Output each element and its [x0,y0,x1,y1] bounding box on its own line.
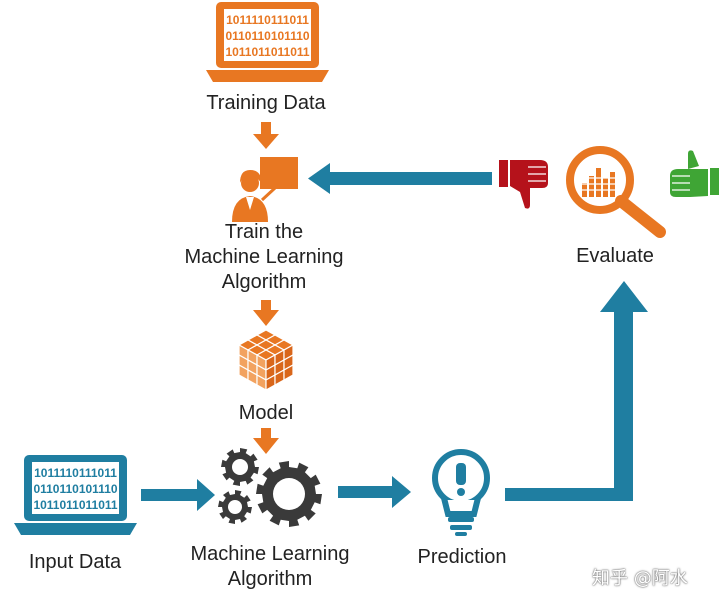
model-label: Model [238,402,294,424]
arrow-train-to-model [253,300,279,326]
thumbs-down-icon [499,160,548,209]
arrow-algorithm-to-prediction [338,476,411,508]
ml-algorithm-label-line-2: Algorithm [227,568,313,590]
person-presenting-icon [232,157,298,222]
training-binary-line-3: 1011011011011 [225,45,309,59]
input-binary-line-2: 0110110101110 [33,482,117,496]
ml-algorithm-label-line-1: Machine Learning [190,543,350,565]
training-data-label: Training Data [206,92,326,114]
magnifier-chart-icon [566,146,666,238]
input-binary-line-1: 1011110111011 [34,466,117,480]
training-binary-line-2: 0110110101110 [225,29,309,43]
arrow-evaluate-to-train [308,163,492,194]
train-label-line-2: Machine Learning [184,246,344,268]
input-data-label: Input Data [28,551,122,573]
training-data-laptop-icon: 1011110111011 0110110101110 101101101101… [206,2,329,82]
input-data-laptop-icon: 1011110111011 0110110101110 101101101101… [14,455,137,535]
gear-small-bottom-icon-hole [228,500,242,514]
evaluate-label: Evaluate [576,245,654,267]
lightbulb-icon [432,449,490,536]
arrow-prediction-to-evaluate [505,281,648,501]
gears-icon [218,448,322,527]
gear-small-top-icon-hole [232,459,248,475]
prediction-label: Prediction [417,546,507,568]
model-cube-icon [237,329,295,392]
gear-large-icon-hole [273,478,305,510]
cube-cell [283,363,294,382]
arrow-model-to-algorithm [253,428,279,454]
arrow-input-to-algorithm [141,479,215,511]
arrow-training-to-train [253,122,279,149]
train-label-line-3: Algorithm [221,271,307,293]
thumbs-up-icon [670,150,719,197]
input-binary-line-3: 1011011011011 [33,498,117,512]
train-label-line-1: Train the [224,221,304,243]
watermark: 知乎 @阿水 [592,568,688,589]
training-binary-line-1: 1011110111011 [226,13,309,27]
